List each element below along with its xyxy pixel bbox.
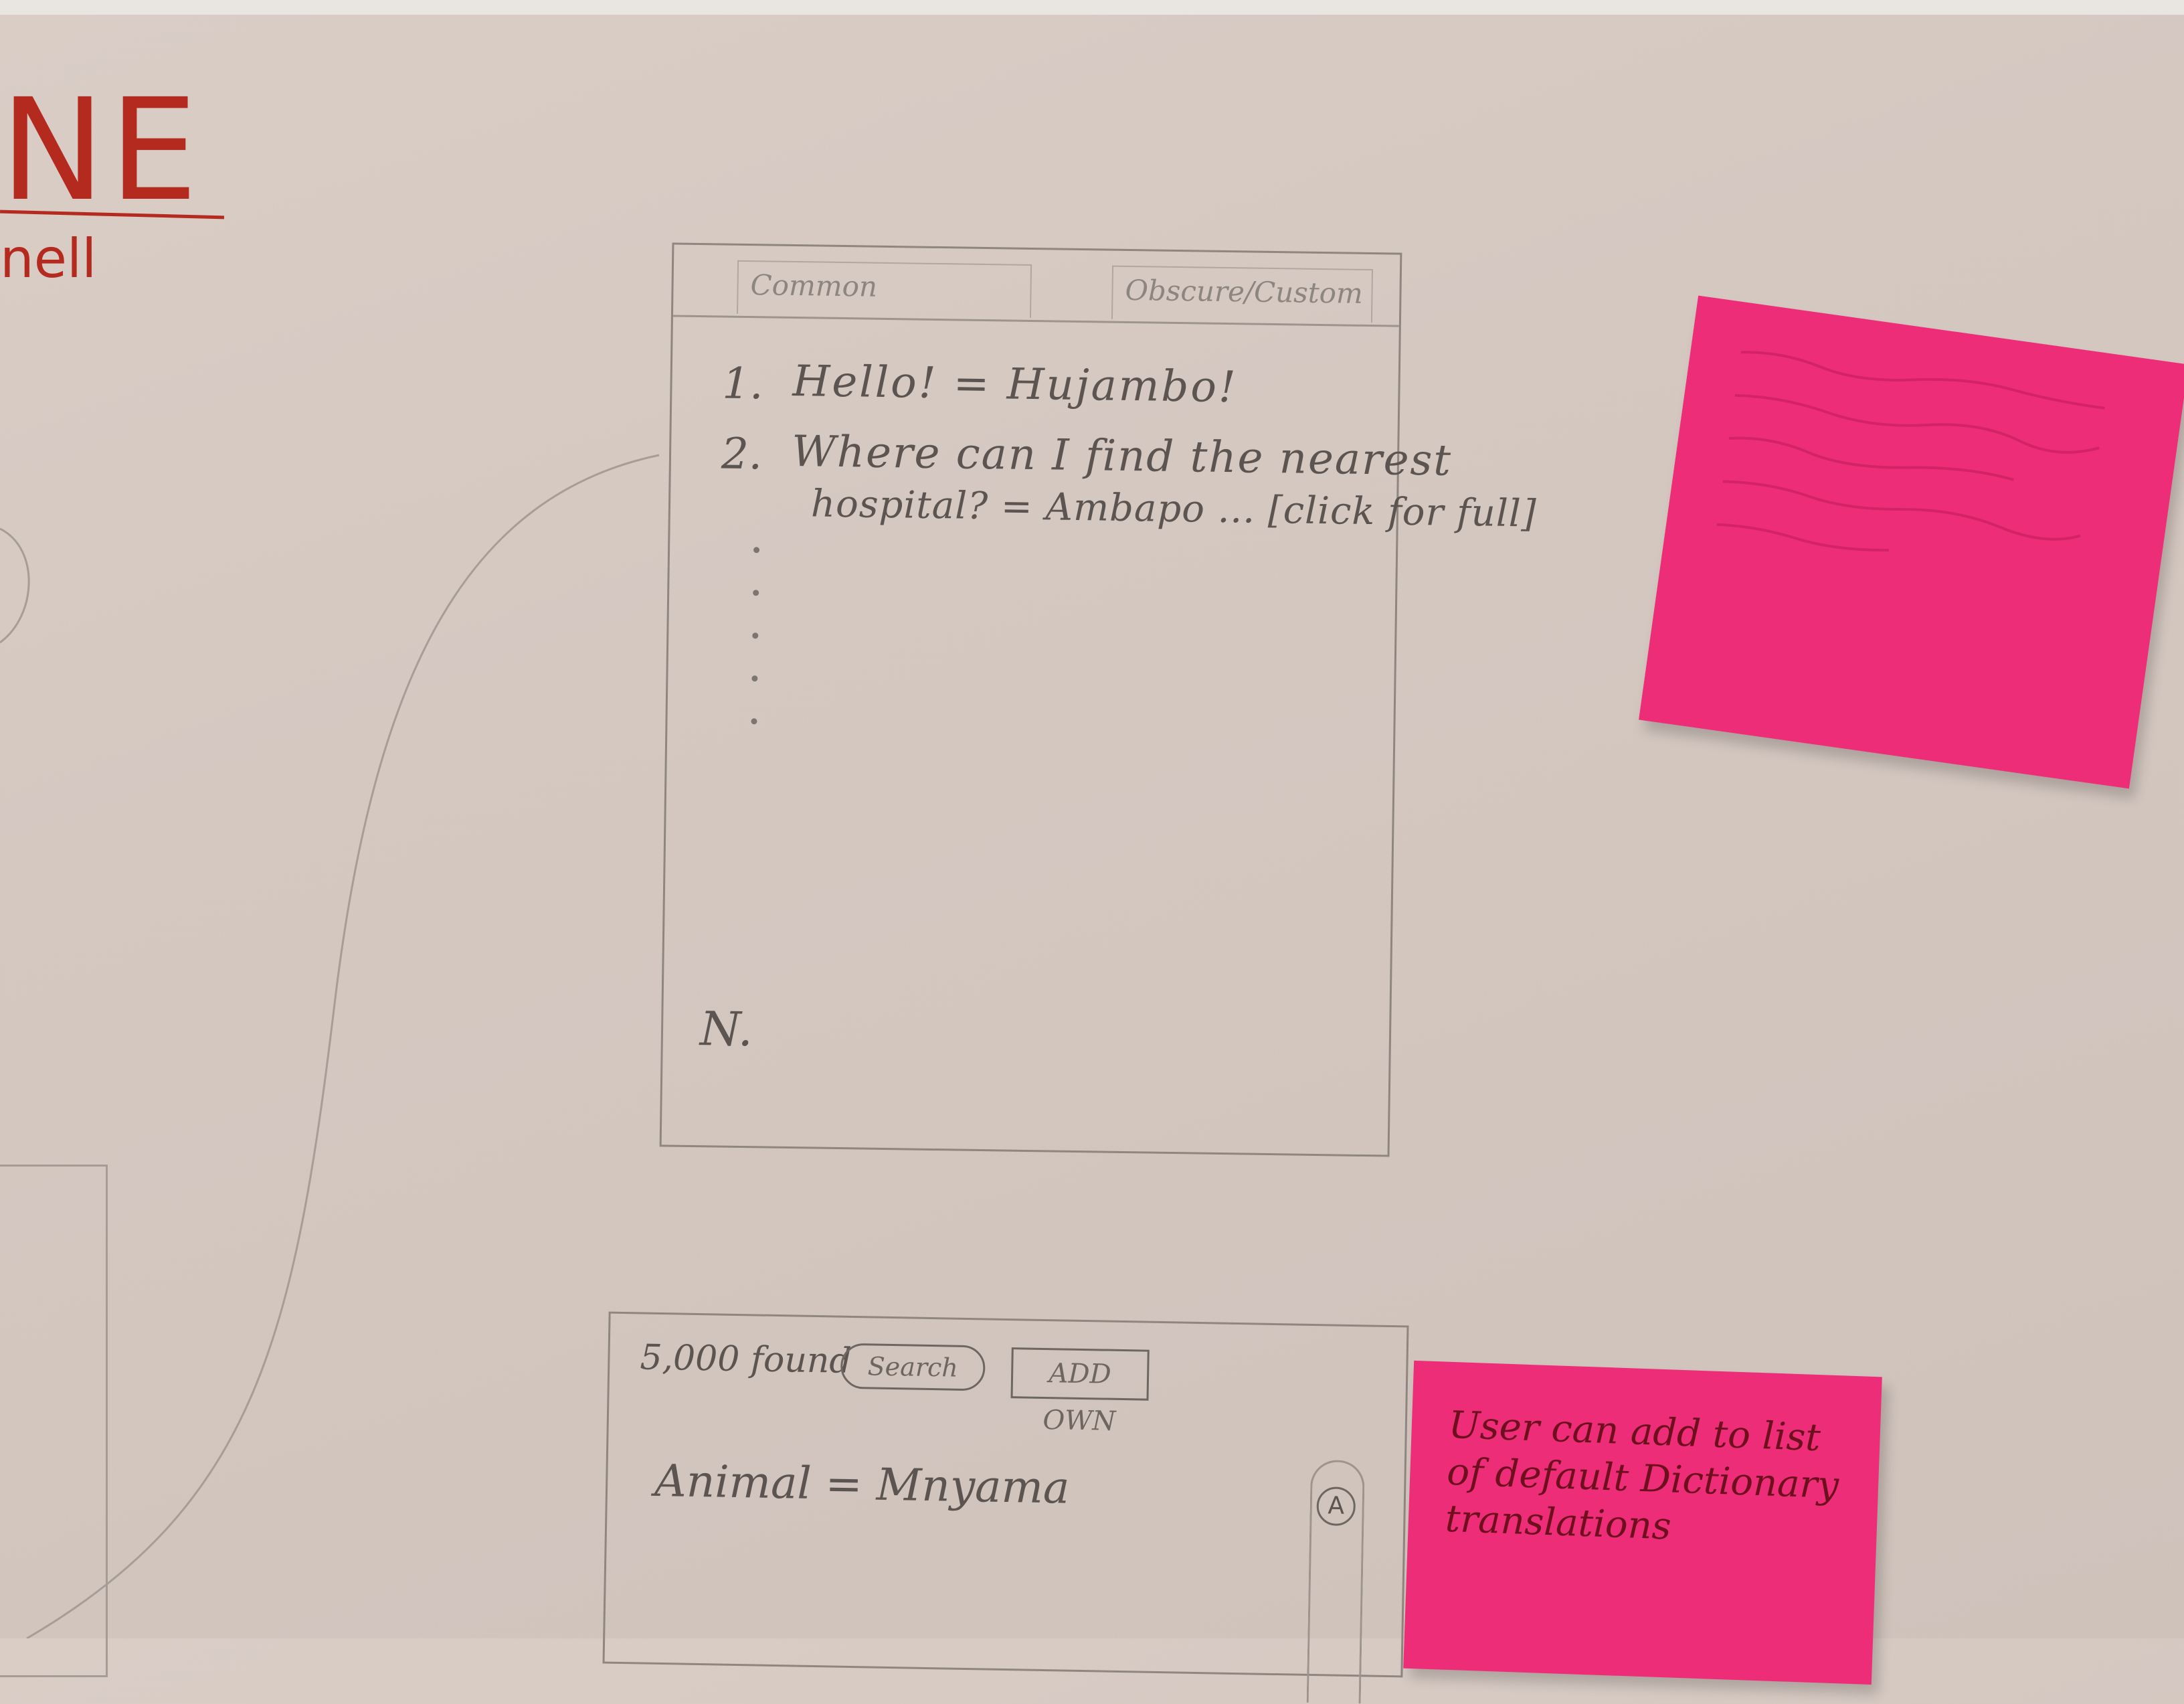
phrase-item-continuation[interactable]: hospital? = Ambapo ... [click for full] <box>810 482 1537 536</box>
search-button[interactable]: Search <box>840 1343 986 1391</box>
dictionary-screen-sketch: 5,000 found Search ADD OWN Animal = Mnya… <box>602 1311 1409 1704</box>
phrase-item[interactable]: Hello! = Hujambo! <box>792 356 1239 413</box>
results-count: 5,000 found <box>639 1337 852 1381</box>
sticky-note-bottom: User can add to list of default Dictiona… <box>1403 1360 1882 1685</box>
phrase-list-screen-sketch: Common Obscure/Custom 1. Hello! = Hujamb… <box>659 242 1537 1157</box>
partial-sketch-frame <box>0 1165 108 1677</box>
sticky-note-text: User can add to list of default Dictiona… <box>1444 1403 1840 1549</box>
connector-line <box>0 454 660 1638</box>
poster-title-fragment: NE <box>0 68 202 232</box>
last-phrase-index: N. <box>699 1001 753 1057</box>
sticky-note-right <box>1639 295 2184 789</box>
phrase-item[interactable]: Where can I find the nearest <box>791 426 1453 486</box>
tab-common[interactable]: Common <box>737 260 1032 318</box>
wall-edge <box>0 0 2184 15</box>
tab-obscure-custom[interactable]: Obscure/Custom <box>1111 265 1374 323</box>
phrase-index: 2. <box>721 429 763 480</box>
faint-note-scribble <box>1716 351 2105 551</box>
ellipsis-dots <box>751 547 761 761</box>
add-own-button[interactable]: ADD OWN <box>1010 1347 1150 1437</box>
author-name-fragment: nell <box>0 228 97 290</box>
phrase-index: 1. <box>722 359 764 410</box>
tab-bar: Common Obscure/Custom <box>672 244 1400 327</box>
dictionary-entry[interactable]: Animal = Mnyama <box>654 1454 1071 1514</box>
